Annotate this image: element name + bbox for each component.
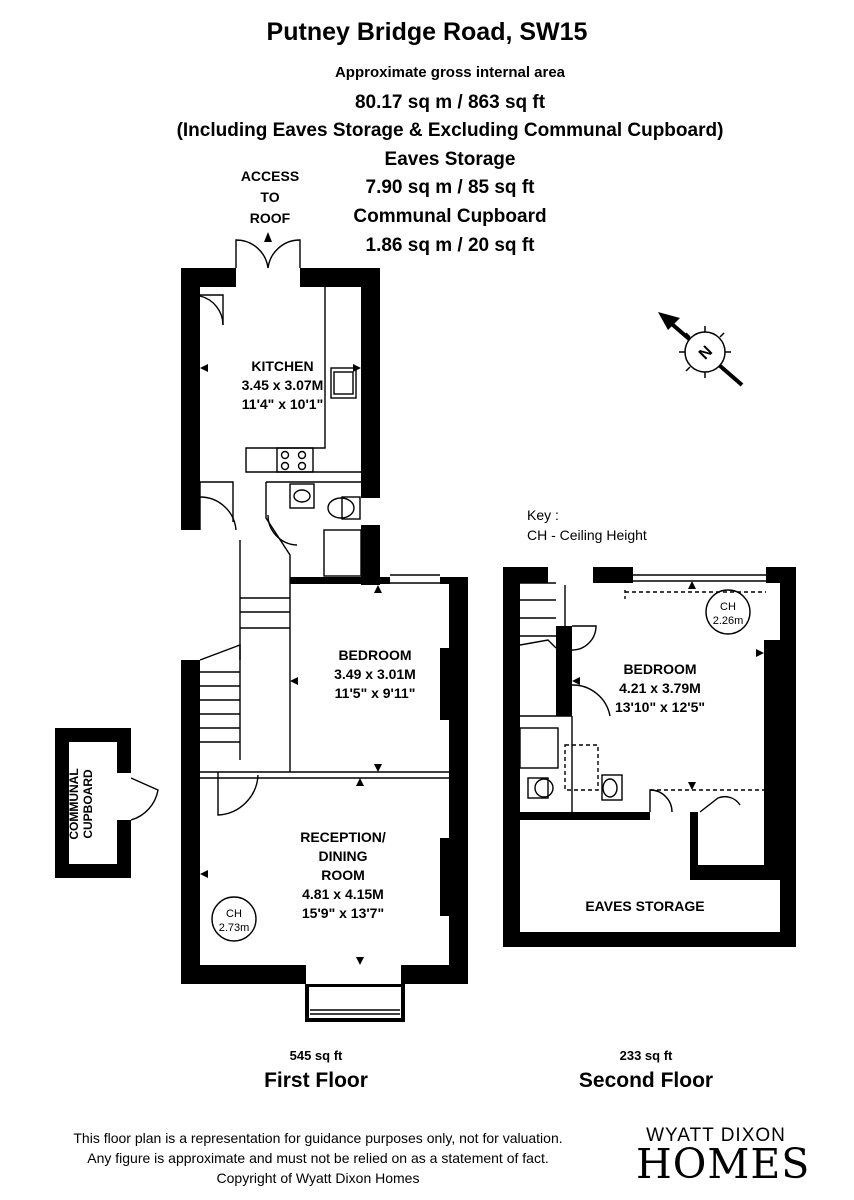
eaves-storage-label: Eaves Storage xyxy=(384,149,516,170)
wall xyxy=(117,728,131,773)
wall xyxy=(764,640,780,880)
wall xyxy=(593,567,633,583)
wall xyxy=(780,567,796,947)
wall xyxy=(361,525,380,585)
wall xyxy=(55,728,131,742)
room-name: KITCHEN xyxy=(251,358,314,374)
room-metric: 3.49 x 3.01M xyxy=(334,666,416,682)
first-floor-label: First Floor xyxy=(264,1069,368,1092)
room-imperial: 13'10" x 12'5" xyxy=(614,699,705,715)
disclaimer-line: Any figure is approximate and must not b… xyxy=(87,1150,549,1166)
communal-cupboard-label: Communal Cupboard xyxy=(353,206,547,227)
room-imperial: 11'5" x 9'11" xyxy=(334,685,416,701)
chimney-breast xyxy=(440,648,450,720)
wall xyxy=(305,984,309,1022)
ceiling-height-first-floor: CH 2.73m xyxy=(211,907,257,935)
communal-cupboard-area: 1.86 sq m / 20 sq ft xyxy=(365,235,535,256)
brand-logo-bottom: HOMES xyxy=(636,1140,811,1188)
total-area: 80.17 sq m / 863 sq ft xyxy=(354,92,546,113)
wall xyxy=(503,567,520,947)
wall xyxy=(290,577,390,584)
room-name: BEDROOM xyxy=(623,661,697,677)
room-kitchen: KITCHEN 3.45 x 3.07M 11'4" x 10'1" xyxy=(215,357,350,414)
room-eaves-storage: EAVES STORAGE xyxy=(585,898,705,914)
access-line: TO xyxy=(260,189,280,205)
wall xyxy=(305,984,405,987)
room-metric: 4.21 x 3.79M xyxy=(619,680,701,696)
wall xyxy=(361,268,380,498)
wall xyxy=(449,577,468,980)
wall xyxy=(300,268,380,287)
chimney-breast xyxy=(440,838,450,916)
ch-label: CH xyxy=(720,601,736,613)
ch-label: CH xyxy=(226,908,242,920)
room-bedroom-second-floor: BEDROOM 4.21 x 3.79M 13'10" x 12'5" xyxy=(590,660,730,717)
room-name: COMMUNAL xyxy=(67,768,81,840)
key-entry: CH - Ceiling Height xyxy=(527,527,647,543)
wall xyxy=(556,626,572,716)
room-name: DINING xyxy=(318,848,368,864)
legend-key: Key : CH - Ceiling Height xyxy=(527,505,647,545)
brand-logo-top: WYATT DIXON xyxy=(646,1125,786,1146)
total-area-note: (Including Eaves Storage & Excluding Com… xyxy=(176,120,724,141)
page-title: Putney Bridge Road, SW15 xyxy=(266,18,588,46)
wall xyxy=(181,268,200,530)
wall xyxy=(401,984,405,1022)
wall xyxy=(55,864,131,878)
wall xyxy=(503,932,796,947)
ceiling-height-second-floor: CH 2.26m xyxy=(705,600,751,628)
room-metric: 3.45 x 3.07M xyxy=(241,377,324,393)
disclaimer-line: This floor plan is a representation for … xyxy=(73,1130,563,1146)
access-line: ACCESS xyxy=(240,168,300,184)
wall xyxy=(440,577,468,584)
ch-value: 2.73m xyxy=(218,922,250,934)
room-imperial: 15'9" x 13'7" xyxy=(301,905,385,921)
wall xyxy=(181,660,200,980)
wall xyxy=(181,268,236,287)
room-reception: RECEPTION/ DINING ROOM 4.81 x 4.15M 15'9… xyxy=(268,828,418,923)
wall xyxy=(305,1018,405,1022)
eaves-storage-area: 7.90 sq m / 85 sq ft xyxy=(365,177,535,198)
key-title: Key : xyxy=(527,507,559,523)
disclaimer-line: Copyright of Wyatt Dixon Homes xyxy=(216,1170,420,1186)
room-name: CUPBOARD xyxy=(81,769,95,839)
room-name: ROOM xyxy=(321,867,365,883)
ch-value: 2.26m xyxy=(712,615,744,627)
area-subtitle: Approximate gross internal area xyxy=(334,64,566,81)
wall xyxy=(503,567,548,583)
second-floor-area: 233 sq ft xyxy=(619,1048,673,1063)
room-metric: 4.81 x 4.15M xyxy=(302,886,384,902)
wall xyxy=(117,820,131,878)
wall xyxy=(520,812,650,820)
wall xyxy=(690,812,698,872)
room-communal-cupboard: COMMUNAL CUPBOARD xyxy=(67,739,95,869)
room-name: RECEPTION/ xyxy=(300,829,386,845)
room-bedroom-first-floor: BEDROOM 3.49 x 3.01M 11'5" x 9'11" xyxy=(300,646,450,703)
room-name: BEDROOM xyxy=(338,647,412,663)
second-floor-label: Second Floor xyxy=(578,1069,714,1092)
first-floor-area: 545 sq ft xyxy=(289,1048,343,1063)
access-line: ROOF xyxy=(249,210,291,226)
disclaimer: This floor plan is a representation for … xyxy=(0,1128,636,1188)
wall xyxy=(55,728,69,878)
access-to-roof-label: ACCESS TO ROOF xyxy=(234,166,306,229)
room-imperial: 11'4" x 10'1" xyxy=(241,396,324,412)
wall xyxy=(690,865,780,880)
